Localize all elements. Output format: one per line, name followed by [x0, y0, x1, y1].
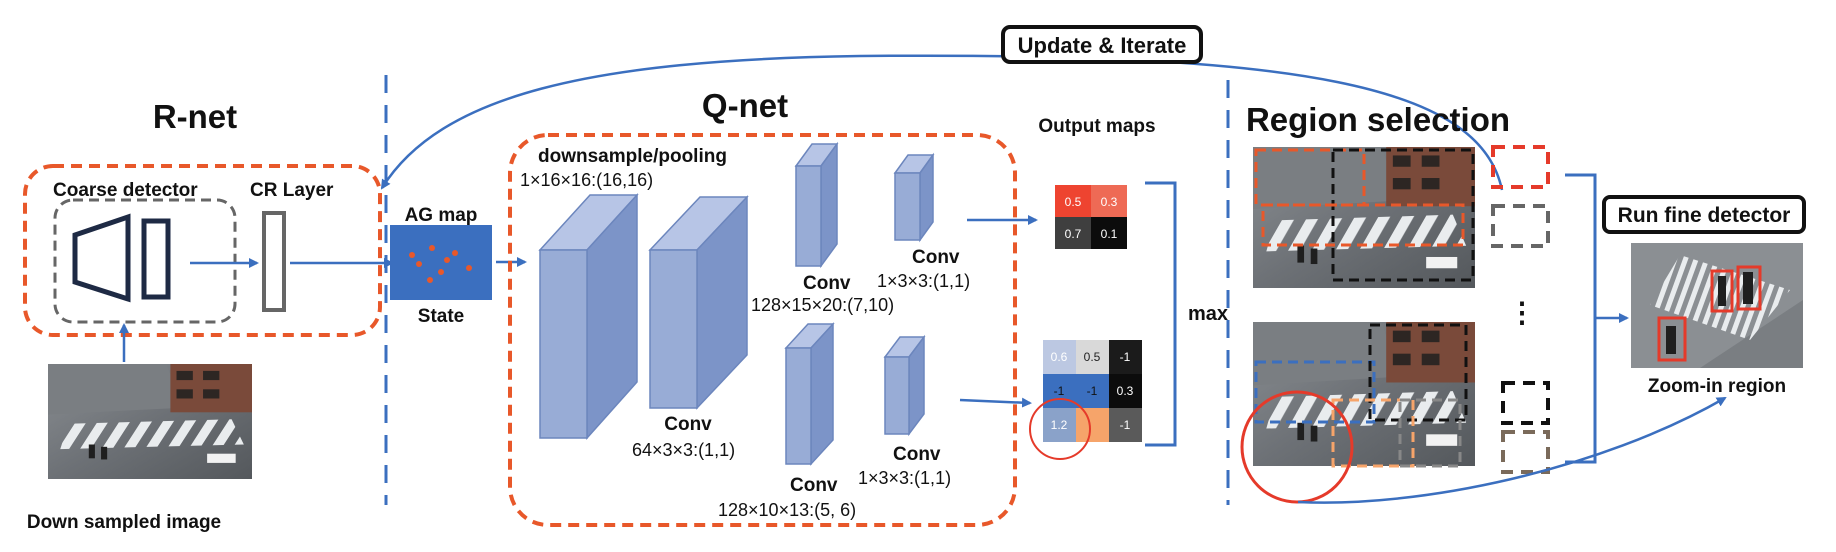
qnet-section: Q-net downsample/pooling 1×16×16:(16,16)… [508, 87, 1038, 527]
ag-map [390, 225, 492, 300]
coarse-detector-encoder-icon [72, 213, 131, 303]
conv-bot-dims: 128×10×13:(5, 6) [718, 500, 856, 520]
bottom-grid-cell: 0.3 [1117, 384, 1134, 398]
qnet-title: Q-net [702, 87, 788, 124]
output-maps-title: Output maps [1038, 116, 1155, 137]
conv1-dims: 64×3×3:(1,1) [632, 440, 735, 460]
ag-map-label: AG map [405, 205, 478, 226]
top-grid-cell: 0.1 [1101, 227, 1118, 241]
bottom-grid-cell: 0.6 [1051, 350, 1068, 364]
rnet-title: R-net [153, 98, 237, 135]
downsample-label: downsample/pooling [538, 146, 727, 167]
max-bracket [1145, 181, 1177, 447]
fine-detector-label: Run fine detector [1618, 204, 1791, 227]
conv-bot-out-dims: 1×3×3:(1,1) [858, 468, 951, 488]
state-block: AG map State [390, 205, 527, 327]
conv1-label: Conv [664, 414, 712, 435]
conv-bot-label: Conv [790, 475, 838, 496]
candidate-region-brown [1501, 430, 1550, 474]
zoom-in-caption: Zoom-in region [1648, 376, 1786, 397]
conv-bot-out-label: Conv [893, 444, 941, 465]
ag-map-points [409, 245, 472, 283]
conv-top-label: Conv [803, 273, 851, 294]
region-selection-section: Region selection ⋮ [1240, 101, 1727, 504]
downsample-dims: 1×16×16:(16,16) [520, 170, 653, 190]
fine-detector-label-box [1602, 195, 1806, 234]
region-image-bottom [1240, 322, 1475, 504]
candidates-bracket [1565, 173, 1597, 464]
bottom-grid-cell: -1 [1054, 384, 1065, 398]
pooling-layer-box [538, 193, 639, 440]
conv1-layer-box [648, 195, 749, 410]
ellipsis: ⋮ [1508, 297, 1536, 328]
top-output-grid: 0.5 0.3 0.7 0.1 [1055, 185, 1127, 249]
bottom-output-grid: 0.6 0.5 -1 -1 -1 0.3 1.2 -1 [1029, 340, 1142, 460]
candidate-region-gray [1491, 204, 1550, 248]
bottom-grid-cell: 1.2 [1051, 418, 1068, 432]
bottom-grid-cell: -1 [1120, 418, 1131, 432]
region-image-top [1253, 147, 1475, 288]
bottom-grid-cell: -1 [1087, 384, 1098, 398]
fine-detector-section: Run fine detector Zoom-in region [1602, 195, 1806, 397]
cr-layer-icon [262, 211, 286, 312]
arrow-to-bottom-map [959, 397, 1032, 408]
conv-top-out-dims: 1×3×3:(1,1) [877, 271, 970, 291]
conv-bot-out-layer-box [883, 334, 926, 437]
max-cell-highlight [1029, 398, 1091, 460]
arrow-zoom-in [1297, 396, 1727, 504]
update-label: Update & Iterate [1018, 33, 1187, 58]
update-iterate-loop: Update & Iterate [380, 25, 1504, 191]
top-grid-cell: 0.7 [1065, 227, 1082, 241]
candidate-region-black [1501, 381, 1550, 425]
conv-top-layer-box [794, 141, 839, 269]
coarse-detector-label: Coarse detector [53, 180, 198, 201]
conv-top-out-layer-box [893, 152, 935, 243]
downsampled-image [48, 364, 252, 479]
conv-top-out-label: Conv [912, 247, 960, 268]
update-label-box [1001, 25, 1203, 64]
update-arrow [380, 54, 1504, 191]
coarse-detector-feature-icon [141, 218, 171, 300]
conv-top-dims: 128×15×20:(7,10) [751, 295, 894, 315]
rnet-section: R-net Coarse detector CR Layer Down samp… [23, 98, 394, 533]
max-label: max [1188, 303, 1228, 325]
candidate-region-red [1491, 145, 1550, 189]
top-grid-cell: 0.5 [1065, 195, 1082, 209]
bottom-grid-cell: 0.5 [1084, 350, 1101, 364]
cr-layer-label: CR Layer [250, 180, 334, 201]
output-maps-section: Output maps 0.5 0.3 0.7 0.1 0.6 0.5 -1 -… [1029, 116, 1228, 460]
state-label: State [418, 306, 464, 327]
region-selection-title: Region selection [1246, 101, 1510, 138]
conv-bot-layer-box [784, 322, 835, 466]
selected-region-highlight [1240, 390, 1354, 504]
downsampled-image-caption: Down sampled image [27, 512, 221, 533]
top-grid-cell: 0.3 [1101, 195, 1118, 209]
bottom-grid-cell: -1 [1120, 350, 1131, 364]
coarse-detector-box [53, 198, 237, 324]
zoom-in-image [1631, 243, 1803, 368]
rnet-dashed-box [23, 164, 382, 337]
